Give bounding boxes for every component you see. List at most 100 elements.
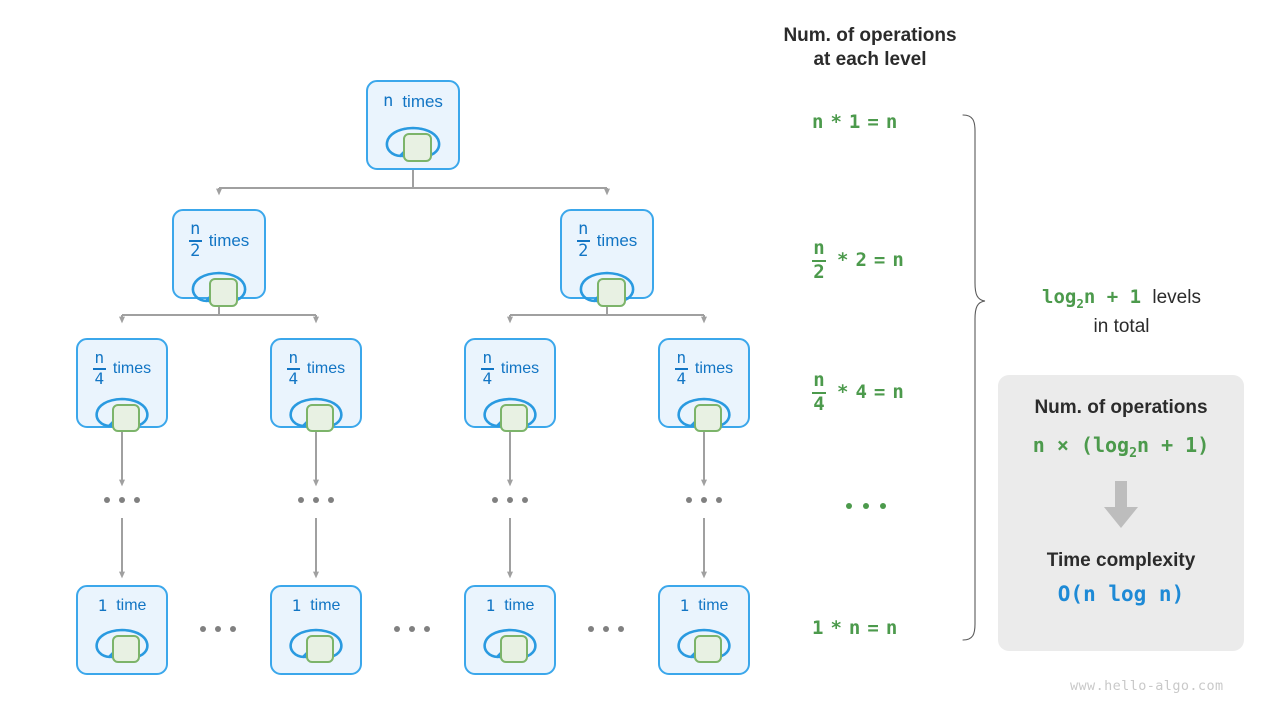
formula-factor: 4 (855, 381, 867, 404)
summary-formula-pre: n × (log (1032, 433, 1130, 457)
tree-node-level3: n 4 times (270, 338, 362, 433)
fraction-denominator: 2 (578, 241, 589, 262)
formula-result: n (885, 111, 898, 133)
fraction: n 4 (674, 348, 688, 387)
fraction: n 4 (480, 348, 494, 387)
operations-row-level5: 1 * n = n (812, 619, 897, 638)
fraction-denominator: 4 (813, 393, 825, 416)
fraction-numerator: n (482, 348, 493, 367)
node-label: n 2 times (576, 219, 638, 262)
levels-formula-base: log (1042, 286, 1077, 308)
dot (846, 503, 852, 509)
node-count: 1 (291, 596, 302, 615)
fraction-numerator: n (578, 219, 589, 239)
operation-square (112, 635, 140, 663)
node-count: n (383, 91, 394, 111)
dot (424, 626, 430, 632)
node-unit: times (596, 231, 638, 251)
formula-factor: 1 (848, 111, 861, 133)
fraction-bar (480, 367, 494, 370)
down-arrow-icon (1101, 481, 1141, 534)
bottom-ellipsis-horizontal (200, 626, 236, 632)
node-label: n 4 times (286, 350, 345, 387)
formula-factor: 2 (855, 249, 867, 272)
loop-arrow-icon (377, 119, 449, 162)
node-unit: time (698, 597, 729, 614)
summary-box: Num. of operations n × (log2n + 1) Time … (998, 375, 1244, 651)
node-label: n times (383, 91, 443, 111)
node-label: n 4 times (674, 348, 734, 387)
node-label: 1 time (486, 598, 535, 614)
tree-node-level3: n 4 times (658, 338, 750, 433)
dot (588, 626, 594, 632)
formula-numerator: 1 (812, 617, 824, 639)
node-label: n 4 times (480, 348, 539, 387)
fraction: n 2 (576, 219, 590, 262)
operation-square (403, 133, 432, 162)
operation-square (500, 635, 528, 663)
levels-brace (962, 114, 986, 641)
node-unit: time (116, 597, 147, 614)
dot (328, 497, 334, 503)
formula-numerator: n (812, 111, 824, 133)
bottom-ellipsis-horizontal (588, 626, 624, 632)
dot (880, 503, 886, 509)
fraction-numerator: n (190, 219, 201, 239)
fraction-bar (92, 367, 106, 370)
operations-ellipsis (846, 503, 886, 509)
fraction-denominator: 2 (190, 241, 201, 262)
dot (618, 626, 624, 632)
formula-equals: = (873, 249, 886, 272)
levels-note-text: levels (1152, 287, 1201, 308)
formula-result: n (885, 617, 898, 639)
tree-ellipsis-vertical (686, 497, 722, 503)
operations-row-level1: n * 1 = n (812, 113, 897, 132)
loop-arrow-icon (475, 391, 545, 433)
node-unit: times (402, 92, 443, 111)
dot (716, 497, 722, 503)
formula-operator: * (837, 249, 849, 272)
operation-square (209, 278, 238, 308)
node-unit: time (310, 597, 341, 614)
formula-equals: = (867, 617, 879, 639)
node-unit: times (208, 231, 250, 251)
operations-column-header: Num. of operations at each level (757, 24, 983, 73)
tree-node-level3: n 4 times (464, 338, 556, 433)
tree-node-level3: n 4 times (76, 338, 168, 433)
levels-formula: log2n + 1 (1042, 286, 1142, 311)
tree-ellipsis-vertical (298, 497, 334, 503)
tree-node-level5: 1 time (658, 585, 750, 675)
node-unit: times (694, 359, 734, 377)
formula-result: n (892, 249, 904, 272)
fraction-bar (812, 391, 826, 394)
tree-node-level5: 1 time (76, 585, 168, 675)
tree-node-level5: 1 time (464, 585, 556, 675)
fraction-numerator: n (676, 348, 687, 367)
node-unit: times (112, 359, 152, 377)
dot (507, 497, 513, 503)
operation-square (306, 404, 334, 433)
levels-formula-tail: n + 1 (1083, 286, 1142, 308)
node-count: 1 (679, 596, 690, 615)
node-label: 1 time (292, 598, 341, 614)
fraction-bar (286, 367, 300, 370)
fraction-bar (674, 367, 688, 370)
node-label: n 4 times (92, 350, 152, 387)
summary-formula-sub: 2 (1129, 446, 1138, 461)
dot (134, 497, 140, 503)
loop-arrow-icon (475, 622, 545, 663)
fraction-denominator: 2 (813, 261, 825, 284)
loop-arrow-icon (571, 264, 643, 308)
dot (492, 497, 498, 503)
dot (409, 626, 415, 632)
dot (863, 503, 869, 509)
fraction-numerator: n (813, 369, 825, 391)
loop-arrow-icon (87, 622, 157, 663)
dot (200, 626, 206, 632)
formula-operator: * (830, 617, 842, 639)
operation-square (306, 635, 334, 663)
formula-result: n (892, 381, 904, 404)
loop-arrow-icon (281, 391, 351, 433)
